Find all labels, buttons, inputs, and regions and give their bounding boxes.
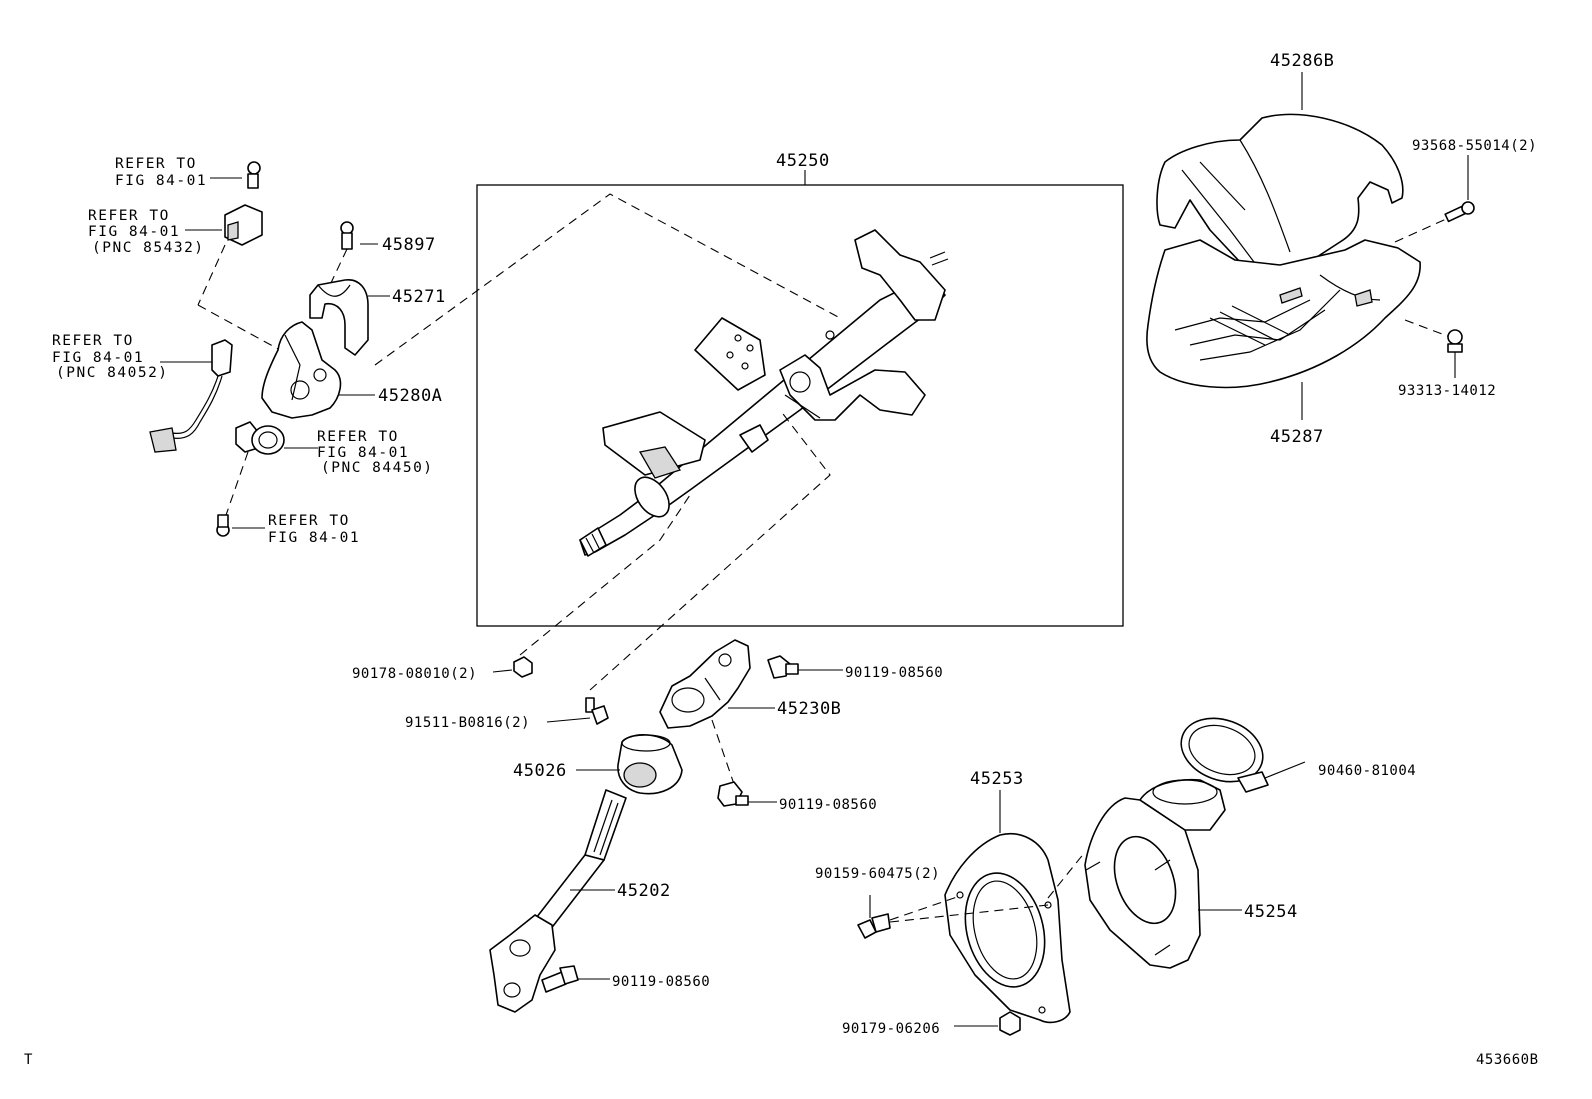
refer-callout-5: REFER TO FIG 84-01 [216,513,360,546]
svg-text:REFER TO: REFER TO [268,513,350,529]
clamp-45271: 45271 [309,279,446,356]
label-91511-B0816: 91511-B0816(2) [405,715,530,731]
label-93568-55014: 93568-55014(2) [1412,138,1537,154]
dust-seal-45026: 45026 [513,734,683,795]
steering-column-assembly: 45250 [374,151,1124,691]
joint-45230B: 90119-08560 45230B [659,639,943,791]
screw-90159-60475: 90159-60475(2) [815,866,1049,939]
upper-column-cover-45286B [1156,113,1404,279]
bolt-90119-08560-b: 90119-08560 [717,781,877,813]
footer-left-mark: T [24,1052,33,1068]
label-93313-14012: 93313-14012 [1398,383,1496,399]
steering-boot-45254: 45254 [1084,778,1298,969]
steering-column-tube-drawing [579,229,949,557]
label-90460-81004: 90460-81004 [1318,763,1416,779]
label-45230B: 45230B [777,699,841,719]
label-45897: 45897 [382,235,436,255]
svg-text:REFER TO: REFER TO [317,429,399,445]
label-45026: 45026 [513,761,567,781]
svg-text:FIG 84-01: FIG 84-01 [115,173,207,189]
nut-90178-08010: 90178-08010(2) [352,656,533,682]
lock-housing-group: REFER TO FIG 84-01 REFER TO FIG 84-01 (P… [52,156,446,546]
label-45280A: 45280A [378,386,442,406]
label-45250: 45250 [776,151,830,171]
label-90179-06206: 90179-06206 [842,1021,940,1037]
svg-text:REFER TO: REFER TO [88,208,170,224]
lock-housing-45280A: 45280A [261,321,442,419]
screw-93568-55014: 93568-55014(2) [1394,138,1537,243]
bolt-90119-08560-c: 90119-08560 [541,965,710,993]
svg-text:FIG 84-01: FIG 84-01 [52,350,144,366]
screw-93313-14012: 93313-14012 [1398,319,1496,399]
svg-text:REFER TO: REFER TO [115,156,197,172]
label-90119-08560-a: 90119-08560 [845,665,943,681]
assembly-frame [476,184,1124,627]
svg-text:FIG 84-01: FIG 84-01 [317,445,409,461]
bolt-91511-B0816: 91511-B0816(2) [405,697,609,731]
label-45271: 45271 [392,287,446,307]
label-45287: 45287 [1270,427,1324,447]
svg-text:(PNC 84450): (PNC 84450) [321,460,434,476]
refer-callout-3: REFER TO FIG 84-01 (PNC 84052) [52,333,233,453]
hole-cover-45253: 45253 [944,769,1086,1024]
label-45254: 45254 [1244,902,1298,922]
svg-text:(PNC 84052): (PNC 84052) [56,365,169,381]
label-45286B: 45286B [1270,51,1334,71]
svg-text:REFER TO: REFER TO [52,333,134,349]
label-45253: 45253 [970,769,1024,789]
refer-callout-4: REFER TO FIG 84-01 (PNC 84450) [224,421,434,519]
clamp-90460-81004: 90460-81004 [1180,717,1416,793]
figure-code: 453660B [1476,1052,1539,1068]
nut-90179-06206: 90179-06206 [842,1011,1021,1037]
svg-text:(PNC 85432): (PNC 85432) [92,240,205,256]
label-90159-60475: 90159-60475(2) [815,866,940,882]
refer-callout-2: REFER TO FIG 84-01 (PNC 85432) [88,204,281,351]
refer-callout-1: REFER TO FIG 84-01 [115,156,261,189]
svg-text:FIG 84-01: FIG 84-01 [268,530,360,546]
label-45202: 45202 [617,881,671,901]
svg-text:FIG 84-01: FIG 84-01 [88,224,180,240]
label-90178-08010: 90178-08010(2) [352,666,477,682]
label-90119-08560-b: 90119-08560 [779,797,877,813]
column-covers: 45286B 45287 93568-55014(2) 93313-14012 [1146,51,1537,447]
lower-column-cover-45287 [1146,239,1421,389]
bolt-45897: 45897 [329,221,436,286]
intermediate-shaft-45202: 45202 [489,789,671,1013]
label-90119-08560-c: 90119-08560 [612,974,710,990]
